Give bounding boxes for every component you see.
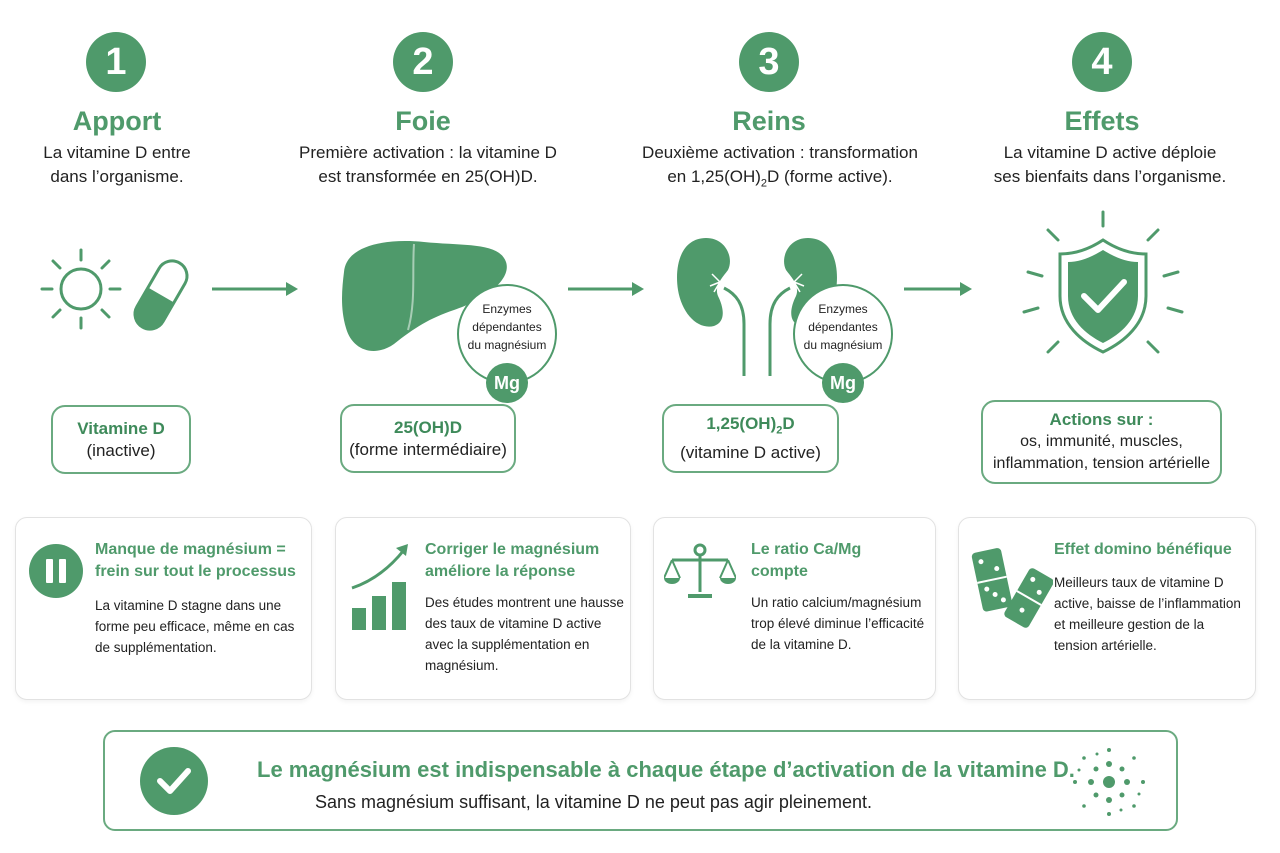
125oh2d-box: 1,25(OH)2D (vitamine D active) (662, 404, 839, 473)
card-domino-effect: Effet domino bénéfique Meilleurs taux de… (958, 517, 1256, 700)
step-4-title: Effets (1064, 106, 1140, 136)
vitamin-d-inactive-box: Vitamine D (inactive) (51, 405, 191, 474)
actions-box: Actions sur : os, immunité, muscles, inf… (981, 400, 1222, 484)
step-2-title: Foie (395, 106, 451, 136)
capsule-icon (133, 259, 189, 331)
magnesium-badge: Mg (486, 363, 528, 403)
step-1-title: Apport (72, 106, 162, 136)
step-1-number: 1 (86, 32, 146, 92)
growth-chart-icon (351, 544, 408, 630)
dot-burst-icon (1073, 748, 1145, 816)
step-4-number: 4 (1072, 32, 1132, 92)
balance-scale-icon (664, 543, 736, 598)
pause-icon (29, 544, 83, 598)
liver-icon (342, 241, 507, 351)
dominoes-icon (971, 548, 1053, 628)
card-title: Effet domino bénéfique (1054, 541, 1232, 558)
banner-subtitle: Sans magnésium suffisant, la vitamine D … (315, 792, 872, 812)
card-title: Manque de magnésium =frein sur tout le p… (95, 541, 296, 580)
arrow-right-icon (568, 282, 644, 296)
step-2-number: 2 (393, 32, 453, 92)
step-3-description: Deuxième activation : transformation en … (642, 143, 918, 190)
arrow-right-icon (212, 282, 298, 296)
banner-title: Le magnésium est indispensable à chaque … (257, 757, 1075, 782)
summary-banner: Le magnésium est indispensable à chaque … (103, 730, 1178, 831)
step-3-title: Reins (732, 106, 806, 136)
sun-icon (40, 248, 122, 330)
shield-check-icon (1022, 210, 1184, 354)
arrow-right-icon (904, 282, 972, 296)
check-circle-icon (140, 747, 208, 815)
step-3-number: 3 (739, 32, 799, 92)
card-magnesium-deficiency: Manque de magnésium =frein sur tout le p… (15, 517, 312, 700)
25ohd-box: 25(OH)D (forme intermédiaire) (340, 404, 516, 473)
magnesium-badge: Mg (822, 363, 864, 403)
